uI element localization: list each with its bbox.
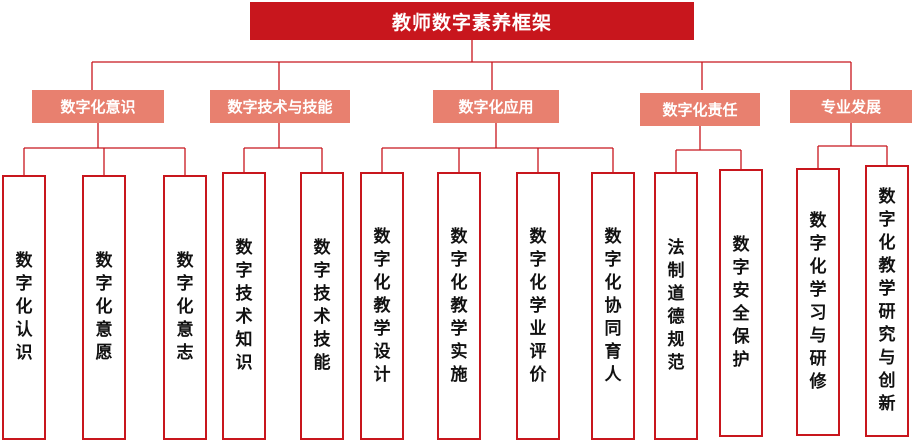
- category-digital-technology-skills: 数字技术与技能: [210, 90, 350, 123]
- connector-cat-3: [381, 123, 614, 172]
- leaf-digital-teaching-implementation: 数字化教学实施: [437, 172, 481, 440]
- category-digital-awareness: 数字化意识: [32, 90, 164, 123]
- category-digital-application: 数字化应用: [433, 90, 559, 123]
- leaf-digital-teaching-research-innovation: 数字化教学研究与创新: [865, 165, 909, 437]
- connector-cat-5: [817, 123, 888, 168]
- leaf-digital-tech-knowledge: 数字技术知识: [222, 172, 266, 440]
- leaf-digital-security: 数字安全保护: [719, 169, 763, 437]
- leaf-legal-ethics: 法制道德规范: [654, 172, 698, 440]
- connector-cat-1: [23, 123, 186, 175]
- framework-title: 教师数字素养框架: [250, 2, 694, 40]
- leaf-digital-academic-evaluation: 数字化学业评价: [516, 172, 560, 440]
- leaf-digital-learning-training: 数字化学习与研修: [796, 168, 840, 436]
- leaf-digital-tech-skills: 数字技术技能: [300, 172, 344, 440]
- connector-root: [91, 40, 852, 90]
- leaf-digital-willingness: 数字化意愿: [82, 175, 126, 440]
- leaf-digital-teaching-design: 数字化教学设计: [360, 172, 404, 440]
- connector-cat-4: [675, 126, 742, 172]
- leaf-digital-cognition: 数字化认识: [2, 175, 46, 440]
- leaf-digital-will: 数字化意志: [163, 175, 207, 440]
- leaf-digital-collaborative-education: 数字化协同育人: [591, 172, 635, 440]
- category-professional-development: 专业发展: [790, 90, 912, 123]
- connector-cat-2: [243, 123, 323, 172]
- category-digital-responsibility: 数字化责任: [640, 93, 760, 126]
